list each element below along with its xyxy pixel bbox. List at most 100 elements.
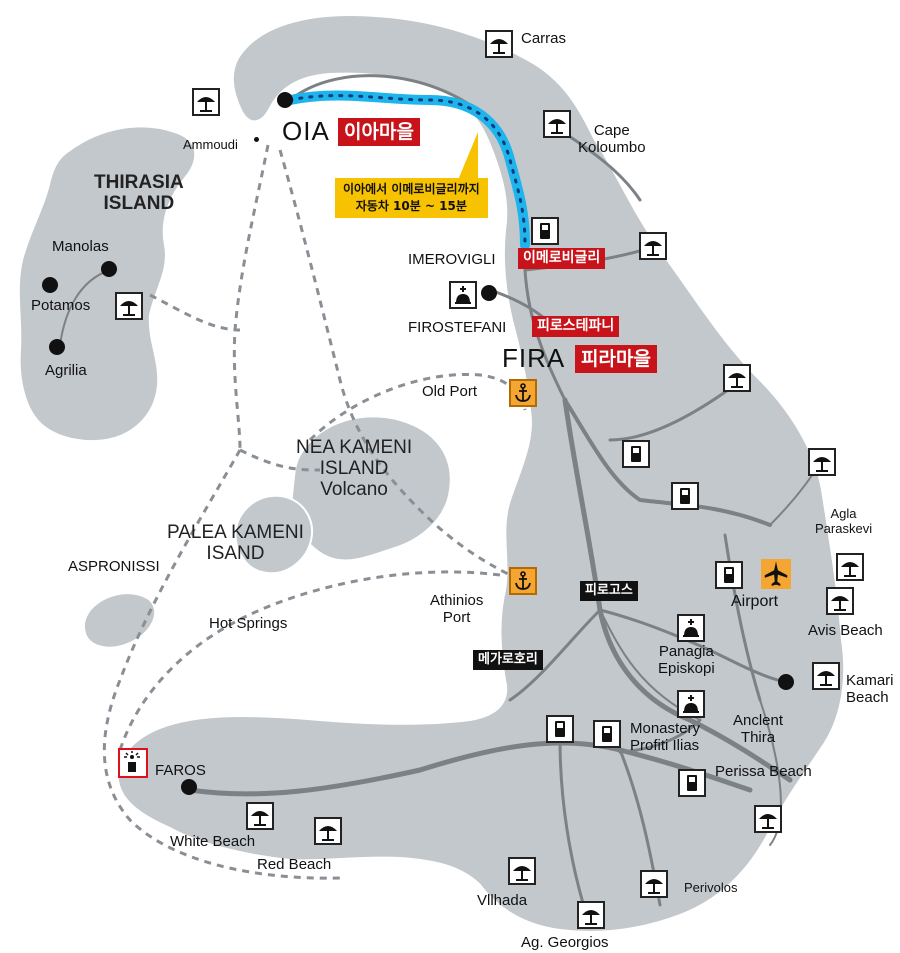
perissa-beach-label: Perissa Beach (715, 763, 812, 780)
beach-umbrella-icon (314, 817, 342, 845)
firostefani-label: FIROSTEFANI (408, 319, 507, 336)
beach-umbrella-icon (508, 857, 536, 885)
fira-korean-label: 피라마을 (575, 345, 657, 373)
beach-umbrella-icon (808, 448, 836, 476)
ancient-thira-line-2: Thira (740, 729, 776, 746)
agia-paraskevi-label: Agla Paraskevi (815, 506, 872, 536)
ammoudi-label: Ammoudi (183, 137, 238, 152)
carras-label: Carras (521, 30, 567, 47)
gas-station-icon (715, 561, 743, 589)
beach-umbrella-icon (836, 553, 864, 581)
manolas-label: Manolas (52, 238, 109, 255)
beach-umbrella-icon (485, 30, 513, 58)
oia-dot (277, 92, 293, 108)
cape-koloumbo-line-1: Cape (593, 122, 630, 139)
beach-umbrella-icon (192, 88, 220, 116)
agrilia-label: Agrilia (45, 362, 87, 379)
agia-paraskevi-line-2: Paraskevi (815, 521, 873, 536)
aspronissi-island (82, 592, 157, 649)
beach-umbrella-icon (723, 364, 751, 392)
pyrgos-korean-label: 피로고스 (580, 581, 638, 601)
athinios-line-2: Port (442, 609, 471, 626)
beach-umbrella-icon (639, 232, 667, 260)
gas-station-icon (531, 217, 559, 245)
cape-koloumbo-label: Cape Koloumbo (578, 122, 646, 156)
nea-kameni-label: NEA KAMENI ISLAND Volcano (296, 437, 412, 500)
kamari-beach-label: Kamari Beach (846, 672, 894, 706)
firostefani-korean-label: 피로스테파니 (532, 316, 620, 337)
beach-umbrella-icon (640, 870, 668, 898)
beach-umbrella-icon (577, 901, 605, 929)
gas-station-icon (546, 715, 574, 743)
beach-umbrella-icon (754, 805, 782, 833)
avis-beach-label: Avis Beach (808, 622, 883, 639)
ancient-thira-line-1: Anclent (733, 712, 784, 729)
beach-umbrella-icon (543, 110, 571, 138)
palea-kameni-island (234, 494, 313, 575)
beach-umbrella-icon (826, 587, 854, 615)
faros-dot (181, 779, 197, 795)
beach-umbrella-icon (246, 802, 274, 830)
kamari-line-1: Kamari (846, 672, 894, 689)
anchor-icon (509, 567, 537, 595)
monastery-profiti-ilias-label: Monastery Profiti Ilias (630, 720, 700, 754)
palea-kameni-line-1: PALEA KAMENI (167, 522, 304, 543)
palea-kameni-label: PALEA KAMENI ISAND (167, 522, 304, 564)
athinios-line-1: Athinios (430, 592, 484, 609)
gas-station-icon (622, 440, 650, 468)
potamos-dot (42, 277, 58, 293)
gas-station-icon (593, 720, 621, 748)
lighthouse-icon (118, 748, 148, 778)
oia-korean-label: 이아마을 (338, 118, 420, 146)
athinios-port-label: Athinios Port (430, 592, 483, 626)
potamos-label: Potamos (31, 297, 91, 314)
gas-station-icon (678, 769, 706, 797)
manolas-dot (101, 261, 117, 277)
church-icon (677, 614, 705, 642)
panagia-line-1: Panagia (658, 643, 714, 660)
imerovigli-korean-label: 이메로비글리 (518, 248, 606, 269)
panagia-line-2: Episkopi (658, 660, 715, 677)
perivolos-label: Perivolos (684, 880, 738, 895)
anchor-icon (509, 379, 537, 407)
firostefani-dot (481, 285, 497, 301)
gas-station-icon (671, 482, 699, 510)
santorini-main-island (116, 14, 846, 933)
imerovigli-label: IMEROVIGLI (408, 251, 496, 268)
oia-label: OIA (282, 116, 330, 146)
thirasia-line-2: ISLAND (103, 193, 175, 214)
fira-label: FIRA (502, 343, 566, 373)
megalochori-korean-label: 메가로호리 (473, 650, 543, 670)
monastery-line-1: Monastery (630, 720, 701, 737)
kamari-line-2: Beach (846, 689, 889, 706)
airport-label: Airport (731, 593, 779, 610)
nea-kameni-line-3: Volcano (320, 479, 388, 500)
callout-line-1: 이아에서 이메로비글리까지 (343, 182, 480, 196)
ancient-thira-label: Anclent Thira (733, 712, 783, 746)
vlichada-label: Vllhada (477, 892, 528, 909)
airplane-icon (761, 559, 791, 589)
monastery-line-2: Profiti Ilias (630, 737, 700, 754)
oia-imerovigli-route (285, 90, 530, 250)
nea-kameni-line-2: ISLAND (319, 458, 389, 479)
thirasia-label: THIRASIA ISLAND (94, 172, 184, 214)
cape-koloumbo-line-2: Koloumbo (578, 139, 646, 156)
ag-georgios-label: Ag. Georgios (521, 934, 609, 951)
agrilia-dot (49, 339, 65, 355)
thirasia-island (17, 125, 197, 443)
callout-line-2: 자동차 10분 ~ 15분 (355, 199, 467, 213)
beach-umbrella-icon (115, 292, 143, 320)
hot-springs-label: Hot Springs (209, 615, 288, 632)
church-icon (449, 281, 477, 309)
red-beach-label: Red Beach (257, 856, 332, 873)
callout-pointer (458, 132, 478, 180)
travel-time-callout: 이아에서 이메로비글리까지 자동차 10분 ~ 15분 (335, 178, 488, 218)
ammoudi-dot (254, 137, 259, 142)
white-beach-label: White Beach (170, 833, 256, 850)
nea-kameni-line-1: NEA KAMENI (296, 437, 413, 458)
old-port-label: Old Port (422, 383, 478, 400)
kamari-dot (778, 674, 794, 690)
palea-kameni-line-2: ISAND (206, 543, 265, 564)
